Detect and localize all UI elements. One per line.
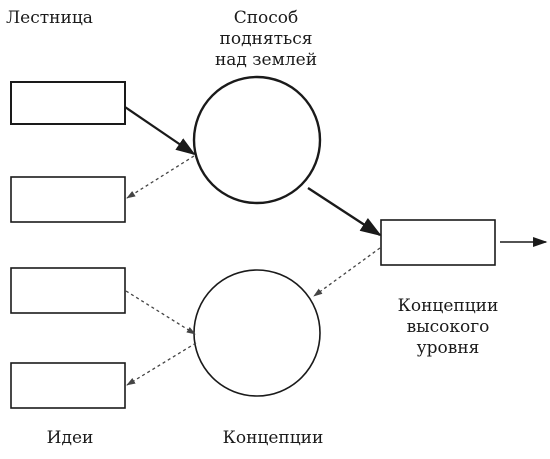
idea-box-2 bbox=[10, 176, 126, 223]
arrow-ladder-to-way bbox=[124, 106, 196, 156]
idea-box-4 bbox=[10, 362, 126, 409]
arrow-way-to-high-level bbox=[307, 186, 382, 237]
label-ladder: Лестница bbox=[6, 8, 93, 28]
idea-box-1 bbox=[10, 81, 126, 125]
label-ideas: Идеи bbox=[46, 428, 94, 448]
arrow-way-to-box2 bbox=[126, 155, 195, 199]
concept-circle-bottom bbox=[193, 269, 321, 397]
arrow-box3-to-concepts bbox=[125, 290, 196, 335]
idea-box-3 bbox=[10, 267, 126, 314]
arrow-concepts-to-box4 bbox=[126, 342, 197, 386]
high-level-concept-box bbox=[380, 219, 496, 266]
label-high-level-concepts: Концепции высокого уровня bbox=[397, 296, 499, 358]
arrow-high-level-to-concepts bbox=[313, 247, 381, 297]
concept-circle-top bbox=[192, 75, 322, 205]
label-concepts: Концепции bbox=[222, 428, 324, 448]
label-way-up: Способ подняться над землей bbox=[214, 8, 318, 70]
